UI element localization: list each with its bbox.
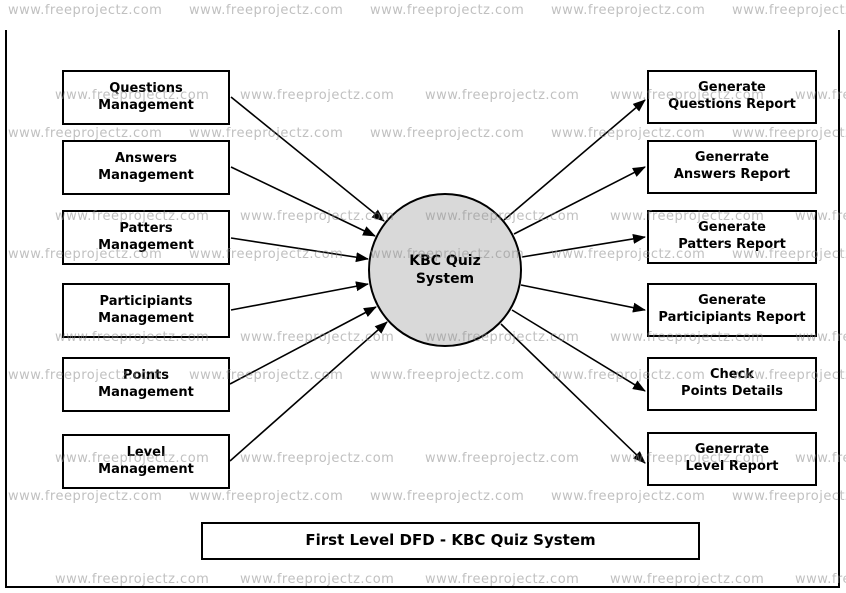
entity-label: Questions Management: [98, 80, 194, 113]
entity-patters-management: Patters Management: [62, 210, 230, 265]
flow-arrow: [511, 309, 646, 392]
diagram-title: First Level DFD - KBC Quiz System: [305, 531, 596, 550]
output-generrate-level-report: Generrate Level Report: [647, 432, 817, 486]
flow-arrow: [229, 306, 377, 385]
flow-arrow: [230, 166, 376, 237]
process-label: KBC Quiz System: [409, 252, 481, 287]
flow-arrow: [230, 96, 385, 222]
output-label: Generrate Answers Report: [673, 150, 791, 182]
output-check-points-details: Check Points Details: [647, 357, 817, 411]
entity-participiants-management: Participiants Management: [62, 283, 230, 338]
flow-arrow: [513, 166, 646, 235]
output-generrate-answers-report: Generrate Answers Report: [647, 140, 817, 194]
output-generate-patters-report: Generate Patters Report: [647, 210, 817, 264]
output-label: Generate Questions Report: [668, 80, 796, 112]
entity-label: Answers Management: [98, 150, 194, 183]
diagram-title-box: First Level DFD - KBC Quiz System: [201, 522, 700, 560]
flow-arrow: [230, 281, 369, 311]
flow-arrow: [230, 237, 369, 263]
output-label: Check Points Details: [681, 367, 783, 399]
entity-label: Participiants Management: [98, 293, 194, 326]
output-generate-questions-report: Generate Questions Report: [647, 70, 817, 124]
flow-arrow: [520, 284, 646, 313]
entity-level-management: Level Management: [62, 434, 230, 489]
process-circle-kbc-quiz-system: KBC Quiz System: [368, 193, 522, 347]
entity-label: Patters Management: [98, 220, 194, 253]
entity-questions-management: Questions Management: [62, 70, 230, 125]
diagram-frame: [5, 30, 840, 588]
flow-arrow: [229, 321, 388, 462]
flow-arrow: [500, 323, 646, 464]
output-label: Generate Patters Report: [678, 220, 786, 252]
entity-answers-management: Answers Management: [62, 140, 230, 195]
entity-label: Points Management: [98, 367, 194, 400]
output-generate-participiants-report: Generate Participiants Report: [647, 283, 817, 337]
flow-arrow: [521, 233, 646, 258]
entity-points-management: Points Management: [62, 357, 230, 412]
output-label: Generrate Level Report: [685, 442, 779, 474]
entity-label: Level Management: [98, 444, 194, 477]
output-label: Generate Participiants Report: [658, 293, 806, 325]
flow-arrow: [503, 99, 646, 221]
